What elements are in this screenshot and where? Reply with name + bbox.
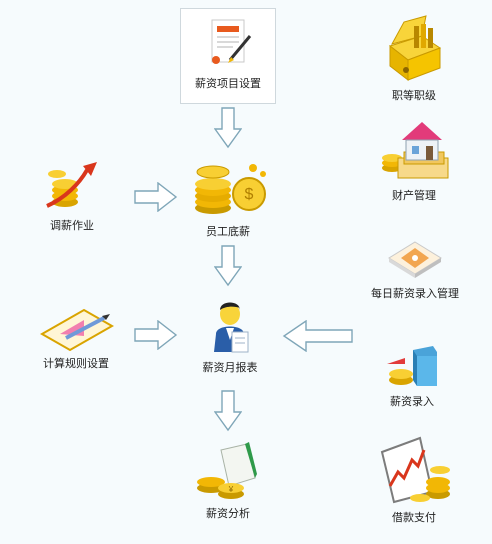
arrow-down-report-to-analysis xyxy=(214,390,242,432)
job-grade-node[interactable]: 职等职级 xyxy=(364,12,464,103)
person-report-icon xyxy=(214,302,249,353)
house-money-icon xyxy=(382,122,449,179)
salary-entry-node[interactable]: 薪资录入 xyxy=(362,344,462,409)
svg-text:$: $ xyxy=(245,186,254,203)
rising-coins-icon xyxy=(46,162,97,208)
salary-item-setup-label: 薪资项目设置 xyxy=(195,77,261,90)
calc-rule-setup-node[interactable]: 计算规则设置 xyxy=(18,304,134,371)
arrow-right-adjust-to-base xyxy=(134,182,178,212)
monthly-salary-report-node[interactable]: 薪资月报表 xyxy=(184,298,276,375)
loan-payment-node[interactable]: 借款支付 xyxy=(362,432,466,525)
arrow-left-right-column-to-report xyxy=(282,320,353,352)
arrow-right-rule-to-report xyxy=(134,320,178,350)
coins-ledger-icon: ¥ xyxy=(197,442,257,499)
salary-item-setup-node[interactable]: 薪资项目设置 xyxy=(180,16,276,91)
salary-analysis-node[interactable]: ¥ 薪资分析 xyxy=(180,440,276,521)
diamond-tile-icon xyxy=(388,241,442,278)
daily-salary-entry-node[interactable]: 每日薪资录入管理 xyxy=(350,238,480,301)
loan-payment-label: 借款支付 xyxy=(392,511,436,524)
chart-coins-icon xyxy=(380,436,450,504)
salary-entry-label: 薪资录入 xyxy=(390,395,434,408)
property-management-node[interactable]: 财产管理 xyxy=(364,118,464,203)
arrow-down-setup-to-base xyxy=(214,107,242,149)
property-management-label: 财产管理 xyxy=(392,189,436,202)
base-salary-node[interactable]: $ 员工底薪 xyxy=(176,158,280,239)
salary-adjustment-node[interactable]: 调薪作业 xyxy=(22,158,122,233)
salary-adjustment-label: 调薪作业 xyxy=(50,219,94,232)
salary-analysis-label: 薪资分析 xyxy=(206,507,250,520)
drafting-tools-icon xyxy=(39,308,115,352)
calc-rule-setup-label: 计算规则设置 xyxy=(43,357,109,370)
monthly-salary-report-label: 薪资月报表 xyxy=(202,361,258,374)
job-grade-label: 职等职级 xyxy=(392,89,436,102)
coins-building-icon xyxy=(387,346,437,386)
daily-salary-entry-label: 每日薪资录入管理 xyxy=(371,287,459,300)
settings-document-icon xyxy=(211,19,252,64)
coin-stack-icon: $ xyxy=(195,164,266,214)
base-salary-label: 员工底薪 xyxy=(206,225,250,238)
svg-text:¥: ¥ xyxy=(228,485,234,494)
gold-box-icon xyxy=(388,15,442,82)
arrow-down-base-to-report xyxy=(214,245,242,287)
